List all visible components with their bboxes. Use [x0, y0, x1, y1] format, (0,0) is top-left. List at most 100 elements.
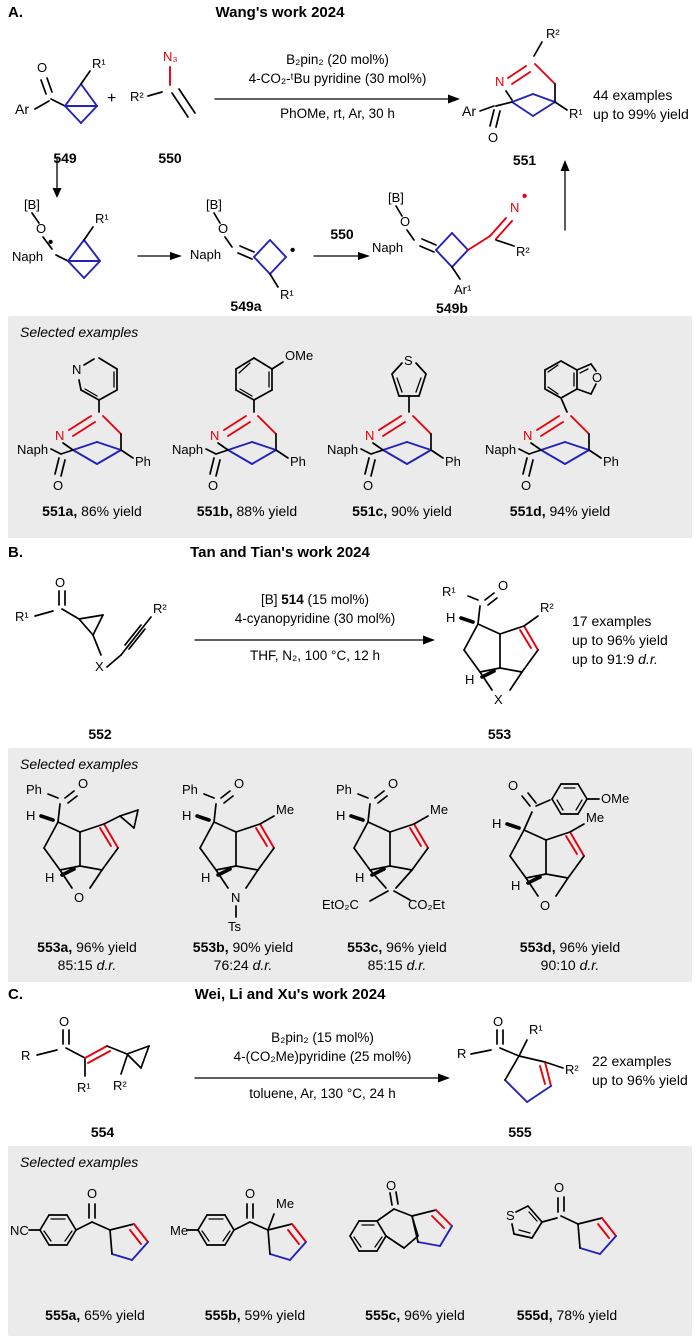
result-c: 22 examples up to 96% yield — [592, 1052, 688, 1090]
r-label: R — [21, 1048, 30, 1063]
bonds-553a — [39, 790, 139, 889]
me-label: Me — [170, 1223, 188, 1238]
caption-555c: 555c, 96% yield — [365, 1307, 465, 1323]
caption-551d: 551d, 94% yield — [509, 503, 611, 519]
result-b-line3: up to 91:9 d.r. — [572, 651, 658, 667]
compound-number-553: 553 — [487, 726, 512, 742]
bonds-549 — [34, 70, 98, 124]
caption-553c: 553c, 96% yield 85:15 d.r. — [347, 939, 447, 973]
radical-dot: • — [48, 234, 53, 251]
boron-label: [B] — [388, 190, 404, 205]
boron-label: [B] — [206, 197, 222, 212]
x-label: X — [494, 692, 503, 707]
panel-a-label: A. — [8, 4, 23, 21]
reaction-arrow-c — [194, 1073, 450, 1083]
conditions-c-line1: B₂pin₂ (15 mol%) — [271, 1030, 374, 1045]
naph-label: Naph — [17, 442, 48, 457]
result-b: 17 examples up to 96% yield up to 91:9 d… — [572, 612, 668, 669]
bonds-553d — [505, 783, 600, 897]
r1-label: R¹ — [77, 1080, 91, 1095]
r1-label: R¹ — [280, 287, 294, 302]
oxygen-label: O — [53, 478, 63, 493]
naph-label: Naph — [12, 249, 43, 264]
bonds-552 — [34, 590, 152, 668]
panel-a-title: Wang's work 2024 — [215, 4, 345, 21]
compound-number-549: 549 — [53, 150, 77, 166]
imine-n-label: N — [495, 74, 504, 89]
reagent-550-label: 550 — [330, 226, 354, 242]
structure-553d-drawing: O OMe H H Me O — [492, 778, 629, 913]
bonds-553c — [349, 790, 429, 902]
iminyl-n-label: N — [510, 200, 519, 215]
h-label: H — [511, 878, 520, 893]
plus-sign: + — [107, 90, 117, 107]
me-label: Me — [276, 802, 294, 817]
ph-label: Ph — [336, 782, 352, 797]
furan-o-label: O — [592, 370, 602, 385]
mechanism-arrow-1 — [137, 252, 182, 260]
h-label: H — [336, 808, 345, 823]
mechanism-arrow-2 — [313, 252, 370, 260]
oxygen-label: O — [36, 221, 46, 236]
result-b-line2: up to 96% yield — [572, 632, 668, 648]
oxygen-label: O — [388, 776, 398, 791]
structure-549b-drawing: [B] O Naph N • R² Ar¹ — [372, 188, 530, 297]
ph-label: Ph — [290, 454, 306, 469]
nitrile-label: NC — [10, 1223, 29, 1238]
reaction-arrow-a — [214, 94, 460, 104]
result-a-line1: 44 examples — [593, 87, 673, 103]
panel-b-label: B. — [8, 544, 23, 561]
conditions-b-line2: 4-cyanopyridine (30 mol%) — [234, 611, 396, 626]
ph-label: Ph — [603, 454, 619, 469]
structure-555d-drawing: S O — [506, 1180, 617, 1255]
bonds-int1 — [31, 212, 101, 279]
h-label: H — [201, 870, 210, 885]
bonds-550 — [147, 66, 196, 118]
result-c-line2: up to 96% yield — [592, 1072, 688, 1088]
reaction-arrow-b — [194, 635, 435, 645]
structure-551-drawing: R² N Ar O R¹ — [462, 26, 583, 145]
bonds-555 — [470, 1029, 564, 1103]
r1-label: R¹ — [15, 609, 29, 624]
selected-examples-b: Selected examples — [20, 756, 139, 772]
bonds-551d — [518, 360, 602, 477]
compound-number-552: 552 — [88, 726, 112, 742]
conditions-b-below: THF, N₂, 100 °C, 12 h — [250, 648, 380, 663]
conditions-b-line1: [B] 514 (15 mol%) — [260, 592, 370, 607]
caption-551a: 551a, 86% yield — [42, 503, 142, 519]
up-arrow — [560, 160, 570, 231]
compound-number-550: 550 — [158, 150, 182, 166]
structure-549-drawing: Ar O R¹ — [15, 56, 106, 124]
r1-label: R¹ — [529, 1022, 543, 1037]
examples-box-c — [8, 1146, 692, 1336]
thiophene-s-label: S — [506, 1208, 515, 1223]
compound-number-554: 554 — [90, 1124, 115, 1140]
h-label: H — [45, 870, 54, 885]
r2-label: R² — [113, 1078, 127, 1093]
compound-number-549b: 549b — [436, 300, 468, 316]
bonds-553b — [195, 790, 275, 918]
naph-label: Naph — [190, 247, 221, 262]
conditions-c-below: toluene, Ar, 130 °C, 24 h — [249, 1086, 396, 1101]
oxygen-label: O — [488, 130, 498, 145]
ts-label: Ts — [228, 919, 242, 934]
conditions-a-line2: 4-CO₂-ᵗBu pyridine (30 mol%) — [248, 71, 427, 86]
naph-label: Naph — [372, 240, 403, 255]
bonds-551a — [50, 357, 134, 477]
caption-553d: 553d, 96% yield 90:10 d.r. — [519, 939, 621, 973]
structure-555-drawing: O R R¹ R² — [457, 1014, 579, 1103]
oxygen-label: O — [55, 575, 65, 590]
oxygen-label: O — [508, 778, 518, 793]
bonds-549b — [395, 205, 515, 280]
imine-n-label: N — [523, 428, 532, 443]
ring-o-label: O — [74, 890, 84, 905]
naph-label: Naph — [172, 442, 203, 457]
azide-label: N₃ — [163, 49, 178, 64]
result-b-line1: 17 examples — [572, 613, 652, 629]
structure-553a-drawing: Ph O H H O — [26, 776, 139, 905]
bonds-555b — [186, 1203, 307, 1261]
oxygen-label: O — [59, 1014, 69, 1029]
structure-552-drawing: O R¹ X R² — [15, 575, 167, 674]
examples-box-a — [8, 316, 692, 538]
